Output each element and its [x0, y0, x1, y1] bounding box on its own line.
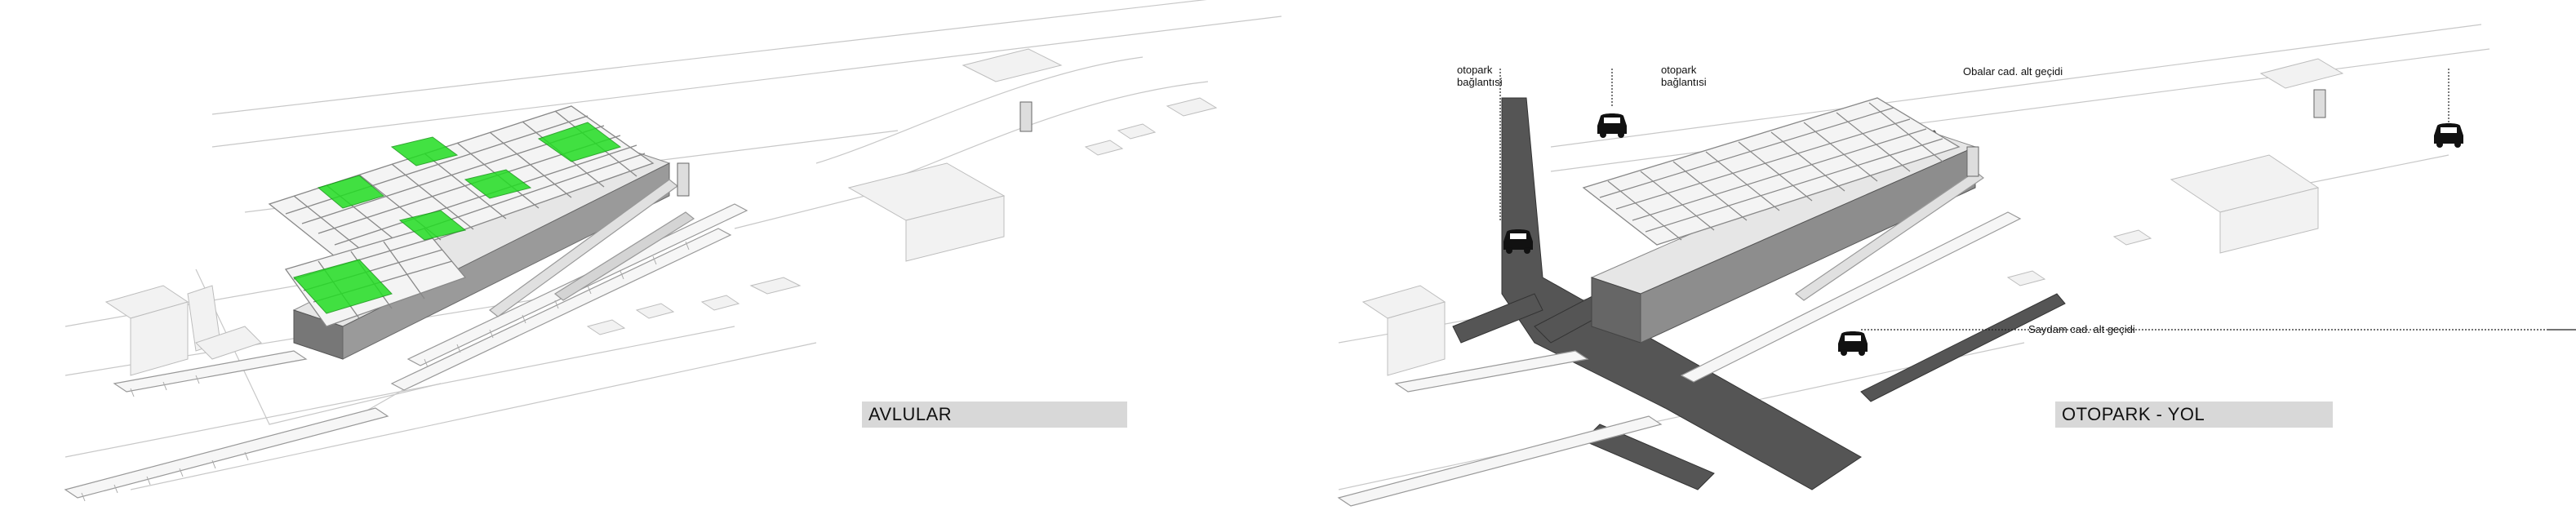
- callout-saydam-underpass: Saydam cad. alt geçidi: [2028, 323, 2135, 335]
- car-icon: [1597, 113, 1627, 138]
- courtyard-6: [293, 259, 393, 314]
- surrounding-buildings: [1361, 58, 2344, 376]
- bridge-ribs: [81, 241, 690, 502]
- courtyards-axonometric-drawing: [64, 0, 1282, 502]
- bridges: [64, 179, 748, 499]
- callout-parking-link-1: otopark bağlantısi: [1457, 64, 1503, 88]
- car-icon: [1503, 229, 1533, 254]
- surrounding-buildings: [104, 48, 1218, 376]
- courtyard-1: [317, 175, 385, 209]
- car-icon: [2434, 123, 2463, 148]
- callout-parking-link-2: otopark bağlantısi: [1661, 64, 1707, 88]
- tower: [677, 101, 1033, 197]
- tower: [1966, 89, 2326, 177]
- roof-grid-lines: [1599, 102, 1943, 241]
- courtyard-4: [398, 210, 467, 241]
- panel-parking-roads: otopark bağlantısi otopark bağlantısi Ob…: [1290, 0, 2576, 528]
- panel-courtyards: AVLULAR: [64, 0, 1282, 502]
- callout-obalar-underpass: Obalar cad. alt geçidi: [1963, 65, 2063, 78]
- panel-title-courtyards: AVLULAR: [862, 402, 1127, 428]
- parking-roads-axonometric-drawing: [1337, 24, 2576, 507]
- bridges: [1337, 171, 2022, 507]
- courtyard-5: [537, 122, 622, 162]
- courtyard-areas: [293, 122, 622, 314]
- courtyard-2: [390, 136, 459, 166]
- panel-title-parking-roads: OTOPARK - YOL: [2055, 402, 2333, 428]
- roof-grid: [1582, 97, 1961, 246]
- car-icon: [1838, 331, 1868, 356]
- courtyard-3: [464, 169, 532, 199]
